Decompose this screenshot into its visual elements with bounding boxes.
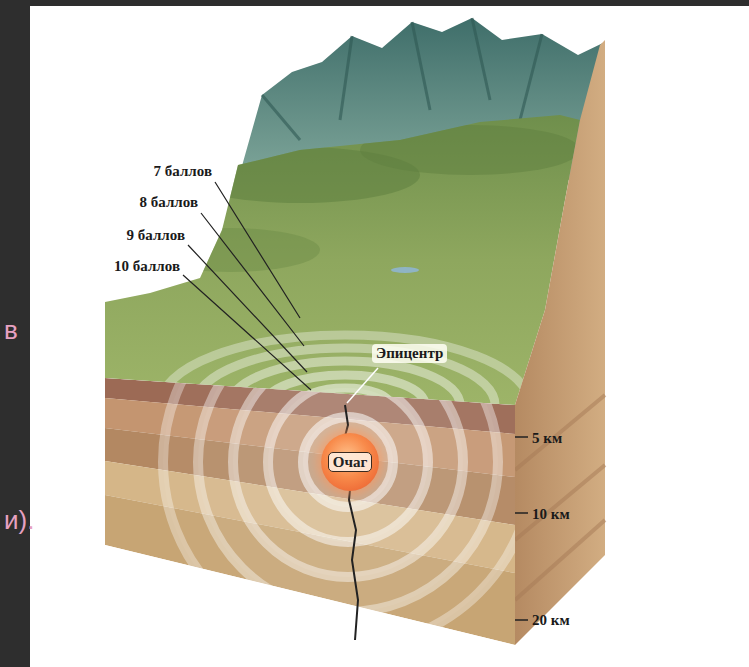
- depth-label: 20 км: [532, 612, 570, 629]
- slide-panel: [30, 6, 749, 667]
- block-side-face: [515, 40, 605, 645]
- epicenter-leader: [347, 368, 378, 403]
- seismic-wave: [163, 277, 533, 647]
- intensity-label: 10 баллов: [114, 258, 180, 275]
- leader-lines: [183, 182, 311, 390]
- depth-label: 10 км: [532, 506, 570, 523]
- block-front-face: [105, 277, 533, 647]
- intensity-label: 7 баллов: [154, 163, 212, 180]
- slide-text-fragment: в: [4, 316, 18, 346]
- side-strata: [515, 395, 605, 600]
- focus-circle: Очаг: [321, 433, 379, 491]
- intensity-label: 8 баллов: [140, 194, 198, 211]
- depth-ticks: [515, 437, 528, 620]
- epicenter-label: Эпицентр: [372, 344, 447, 363]
- lake: [391, 267, 419, 273]
- slide-text-fragment: и).: [4, 506, 34, 536]
- intensity-label: 9 баллов: [127, 227, 185, 244]
- depth-label: 5 км: [532, 430, 562, 447]
- focus-label: Очаг: [328, 452, 372, 473]
- hill: [360, 125, 580, 175]
